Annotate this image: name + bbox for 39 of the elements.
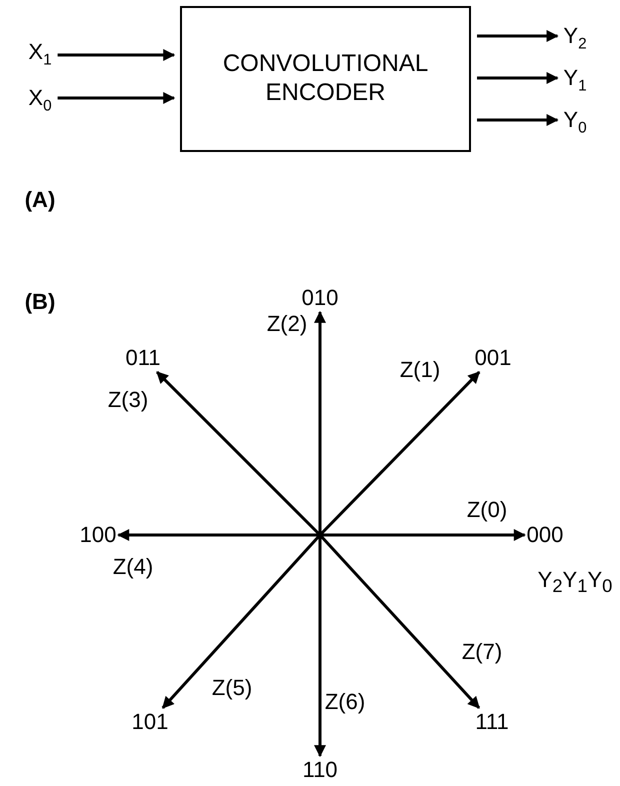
code-label: 100: [80, 522, 116, 548]
arrow: [58, 49, 176, 61]
edge-label: Z(1): [400, 357, 440, 383]
arrow: [318, 371, 480, 536]
signal-label: X$_{0}$: [28, 86, 52, 110]
edge-label: Z(3): [108, 387, 148, 413]
code-label: 101: [132, 710, 168, 734]
edge-label: Z(5): [212, 675, 252, 701]
code-label: 010: [302, 286, 338, 310]
arrow: [477, 30, 559, 42]
code-label: 011: [125, 346, 161, 370]
edge-label: Z(7): [462, 639, 502, 665]
panel-label: (B): [24, 289, 56, 315]
arrow: [156, 371, 322, 536]
arrow: [314, 310, 326, 535]
arrow: [58, 92, 176, 104]
code-label: 001: [474, 346, 512, 370]
signal-label: X$_{1}$: [28, 40, 52, 64]
signal-label: Y$_{2}$: [563, 24, 587, 48]
edge-label: Z(6): [324, 689, 366, 715]
bit-order-label: Y$_{2}$Y$_{1}$Y$_{0}$: [538, 566, 612, 598]
edge-label: Z(0): [466, 497, 508, 523]
encoder-box: [180, 6, 471, 152]
code-label: 000: [526, 522, 564, 548]
signal-label: Y$_{0}$: [563, 108, 587, 132]
arrow: [477, 114, 559, 126]
edge-label: Z(2): [266, 311, 308, 337]
arrow: [117, 529, 320, 541]
box-label: CONVOLUTIONAL ENCODER: [222, 50, 430, 108]
arrow: [320, 529, 526, 541]
code-label: 110: [302, 758, 338, 782]
arrow: [318, 534, 480, 709]
arrow: [162, 534, 322, 709]
signal-label: Y$_{1}$: [563, 66, 587, 90]
edge-label: Z(4): [112, 554, 154, 580]
code-label: 111: [475, 710, 509, 734]
arrow: [477, 72, 559, 84]
panel-label: (A): [24, 187, 56, 213]
arrow: [314, 535, 326, 758]
